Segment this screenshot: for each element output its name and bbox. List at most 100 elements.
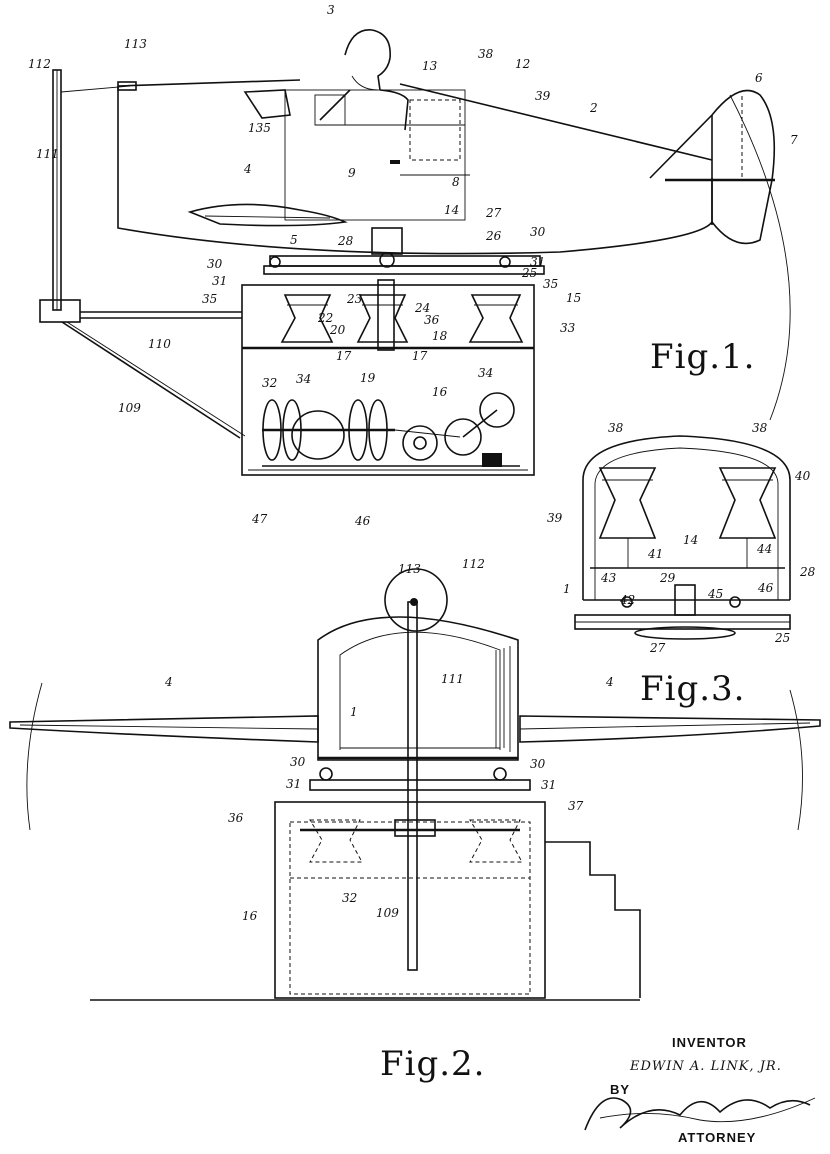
ref-numeral: 26 [485, 229, 502, 243]
fig1-nose-cable [60, 85, 131, 93]
ref-numeral: 30 [290, 755, 306, 769]
ref-numeral: 41 [647, 547, 663, 561]
ref-numeral: 39 [535, 89, 551, 103]
ref-numeral: 111 [441, 672, 464, 686]
ref-numeral: 1 [350, 705, 358, 719]
fig2-bank-arc-left [26, 682, 43, 831]
ref-numeral: 23 [346, 292, 363, 306]
fig1-bellows-row [280, 279, 524, 351]
fig1-fuselage [117, 79, 713, 255]
ref-numeral: 22 [317, 311, 333, 325]
ref-numeral: 20 [329, 323, 346, 337]
fig3-reference-numerals: 38 38 40 39 41 44 14 1 29 28 43 42 45 46… [547, 421, 816, 655]
ref-numeral: 32 [342, 891, 357, 905]
ref-numeral: 112 [462, 557, 485, 571]
ref-numeral: 34 [478, 366, 493, 380]
ref-numeral: 37 [568, 799, 584, 813]
ref-numeral: 110 [148, 337, 171, 351]
fig2-bank-arc-right [789, 689, 803, 831]
fig1-pilot [319, 29, 409, 131]
ref-numeral: 4 [164, 675, 173, 689]
ref-numeral: 46 [757, 581, 774, 595]
ref-numeral: 135 [248, 121, 271, 135]
ref-numeral: 112 [28, 57, 51, 71]
ref-numeral: 31 [212, 274, 227, 288]
ref-numeral: 9 [348, 166, 356, 180]
ref-numeral: 33 [560, 321, 576, 335]
ref-numeral: 1 [563, 582, 571, 596]
ref-numeral: 7 [790, 133, 798, 147]
ref-numeral: 38 [752, 421, 768, 435]
ref-numeral: 113 [124, 37, 147, 51]
ref-numeral: 109 [376, 906, 399, 920]
fig1-tail [649, 89, 776, 245]
ref-numeral: 6 [755, 71, 763, 85]
ref-numeral: 27 [649, 641, 666, 655]
ref-numeral: 2 [589, 101, 598, 115]
ref-numeral: 44 [756, 542, 772, 556]
ref-numeral: 17 [336, 349, 352, 363]
attorney-signature [584, 1097, 816, 1131]
ref-numeral: 16 [432, 385, 448, 399]
ref-numeral: 17 [412, 349, 428, 363]
ref-numeral: 42 [619, 593, 635, 607]
ref-numeral: 43 [600, 571, 617, 585]
figure-2-drawing: 113 112 111 1 4 4 30 30 31 31 36 37 16 3… [9, 557, 821, 1084]
ref-numeral: 19 [360, 371, 376, 385]
ref-numeral: 25 [521, 266, 537, 280]
fig1-universal-joint [263, 227, 545, 275]
ref-numeral: 29 [659, 571, 676, 585]
ref-numeral: 109 [118, 401, 141, 415]
ref-numeral: 45 [707, 587, 723, 601]
fig1-support-post [39, 69, 246, 439]
ref-numeral: 16 [242, 909, 258, 923]
ref-numeral: 35 [202, 292, 217, 306]
ref-numeral: 31 [541, 778, 556, 792]
ref-numeral: 36 [228, 811, 244, 825]
attorney-label: ATTORNEY [678, 1130, 756, 1145]
ref-numeral: 14 [683, 533, 698, 547]
ref-numeral: 31 [286, 777, 301, 791]
ref-numeral: 40 [794, 469, 811, 483]
fig2-post-and-wheel [384, 568, 448, 971]
inventor-name: EDWIN A. LINK, JR. [629, 1059, 782, 1074]
fig1-motion-arc [729, 94, 791, 421]
ref-numeral: 47 [251, 512, 268, 526]
inventor-label: INVENTOR [672, 1035, 747, 1050]
ref-numeral: 32 [262, 376, 277, 390]
ref-numeral: 3 [327, 3, 335, 17]
ref-numeral: 30 [530, 757, 546, 771]
ref-numeral: 34 [296, 372, 311, 386]
ref-numeral: 38 [608, 421, 624, 435]
fig3-base-and-joint [574, 584, 791, 640]
fig2-reference-numerals: 113 112 111 1 4 4 30 30 31 31 36 37 16 3… [164, 557, 614, 923]
fig2-fuselage [317, 616, 519, 761]
fig2-steps [545, 841, 641, 998]
figure-1-label: Fig.1. [650, 337, 755, 377]
figure-3-label: Fig.3. [640, 669, 745, 709]
figure-2-label: Fig.2. [380, 1044, 485, 1084]
fig2-wings [9, 715, 821, 743]
ref-numeral: 30 [207, 257, 223, 271]
ref-numeral: 4 [605, 675, 614, 689]
ref-numeral: 5 [290, 233, 298, 247]
ref-numeral: 35 [543, 277, 558, 291]
ref-numeral: 46 [354, 514, 371, 528]
ref-numeral: 12 [515, 57, 530, 71]
ref-numeral: 15 [566, 291, 581, 305]
ref-numeral: 8 [452, 175, 460, 189]
ref-numeral: 113 [398, 562, 421, 576]
ref-numeral: 27 [485, 206, 502, 220]
signature-block: INVENTOR EDWIN A. LINK, JR. BY ATTORNEY [584, 1035, 816, 1145]
ref-numeral: 31 [530, 255, 545, 269]
by-label: BY [610, 1082, 630, 1097]
ref-numeral: 28 [799, 565, 816, 579]
fig1-drive-machinery [262, 392, 520, 467]
ref-numeral: 28 [337, 234, 354, 248]
ref-numeral: 111 [36, 147, 59, 161]
fig1-base-cabinet [241, 284, 535, 476]
figure-3-drawing: 38 38 40 39 41 44 14 1 29 28 43 42 45 46… [547, 421, 816, 709]
ref-numeral: 13 [422, 59, 438, 73]
ref-numeral: 30 [530, 225, 546, 239]
